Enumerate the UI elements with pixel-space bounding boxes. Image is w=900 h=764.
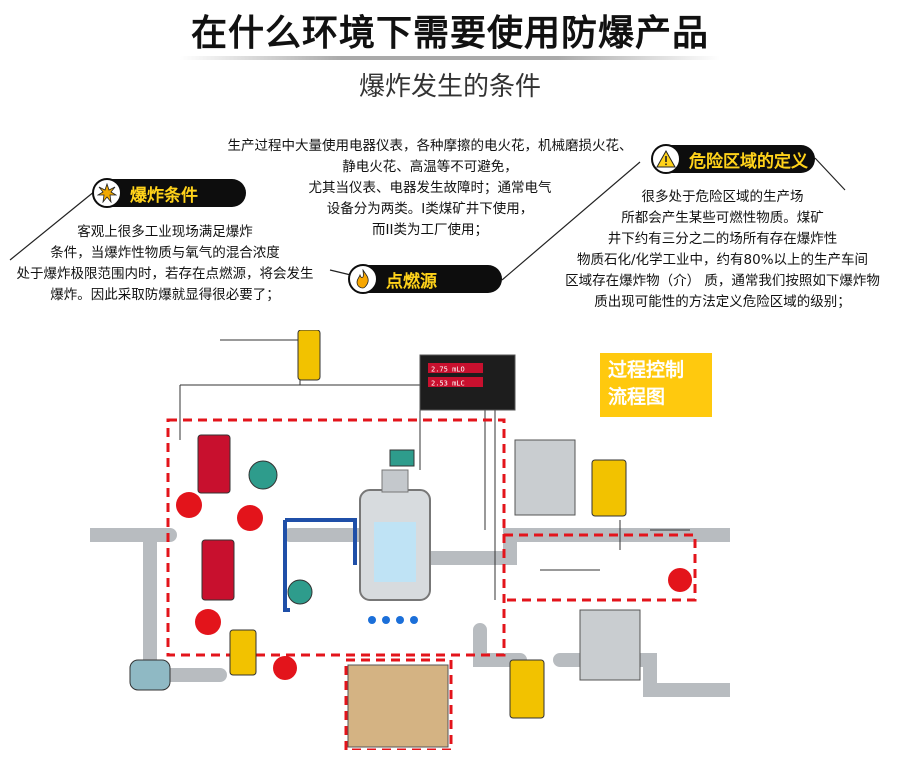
- explosion-description: 客观上很多工业现场满足爆炸 条件，当爆炸性物质与氧气的混合浓度 处于爆炸极限范围…: [0, 222, 330, 306]
- red-callout-labels: [176, 492, 692, 680]
- ignition-label-text: 点燃源: [386, 271, 437, 292]
- explosion-label-text: 爆炸条件: [130, 185, 198, 206]
- hazard-line: 井下约有三分之二的场所有存在爆炸性: [607, 231, 838, 247]
- process-control-diagram: 2.75 mLO 2.53 mLC: [90, 330, 730, 750]
- ignition-description: 生产过程中大量使用电器仪表，各种摩擦的电火花，机械磨损火花、 静电火花、高温等不…: [200, 136, 660, 241]
- ignition-connector: [501, 161, 641, 281]
- explosion-line: 爆炸。因此采取防爆就显得很必要了；: [50, 287, 280, 303]
- title-divider: [180, 56, 720, 60]
- controller-reading-1: 2.75 mLO: [431, 366, 465, 374]
- ignition-source-label: 点燃源: [348, 264, 502, 294]
- hazard-line: 很多处于危险区域的生产场: [641, 189, 804, 205]
- explosion-line: 条件，当爆炸性物质与氧气的混合浓度: [50, 245, 280, 261]
- controller-reading-2: 2.53 mLC: [431, 380, 465, 388]
- ignition-line: 尤其当仪表、电器发生故障时；通常电气: [308, 180, 552, 196]
- explosion-icon: [92, 178, 122, 208]
- hazard-line: 所都会产生某些可燃性物质。煤矿: [621, 210, 824, 226]
- flame-icon: [348, 264, 378, 294]
- ignition-line: 而II类为工厂使用；: [372, 222, 488, 238]
- page-title: 在什么环境下需要使用防爆产品: [190, 13, 709, 54]
- hazard-line: 质出现可能性的方法定义危险区域的级别；: [594, 294, 851, 310]
- ignition-line: 静电火花、高温等不可避免，: [342, 159, 518, 175]
- red-calibrators: [197, 434, 235, 601]
- page-subtitle: 爆炸发生的条件: [358, 72, 541, 102]
- hazard-connector: [814, 157, 846, 191]
- ignition-line: 生产过程中大量使用电器仪表，各种摩擦的电火花，机械磨损火花、: [227, 138, 633, 154]
- hazardous-zone-3: [344, 658, 453, 750]
- process-controller: 2.75 mLO 2.53 mLC: [419, 354, 516, 411]
- cabinets: [347, 439, 641, 748]
- explosion-condition-label: 爆炸条件: [92, 178, 246, 208]
- reactor-vessel: [359, 469, 431, 624]
- explosion-line: 处于爆炸极限范围内时，若存在点燃源，将会发生: [16, 266, 314, 282]
- yellow-multimeters: [229, 330, 627, 719]
- ignition-line: 设备分为两类。I类煤矿井下使用，: [326, 201, 534, 217]
- explosion-line: 客观上很多工业现场满足爆炸: [77, 224, 253, 240]
- warning-icon: [651, 144, 681, 174]
- callout-line: 流程图: [608, 386, 666, 408]
- hazardous-zone-2: [504, 533, 697, 602]
- control-loop-line: [283, 518, 357, 612]
- hazard-definition-label: 危险区域的定义: [651, 144, 815, 174]
- pumps-and-valves: [129, 449, 415, 691]
- hazard-label-text: 危险区域的定义: [689, 151, 808, 172]
- hazardous-zone-1: [166, 418, 506, 657]
- hazard-line: 物质石化/化学工业中，约有80%以上的生产车间: [576, 252, 869, 268]
- hazard-description: 很多处于危险区域的生产场 所都会产生某些可燃性物质。煤矿 井下约有三分之二的场所…: [545, 187, 900, 313]
- callout-line: 过程控制: [608, 359, 685, 381]
- process-flow-callout: 过程控制 流程图: [600, 353, 712, 417]
- explosion-connector: [9, 190, 96, 261]
- hazard-line: 区域存在爆炸物（介） 质，通常我们按照如下爆炸物: [565, 273, 880, 289]
